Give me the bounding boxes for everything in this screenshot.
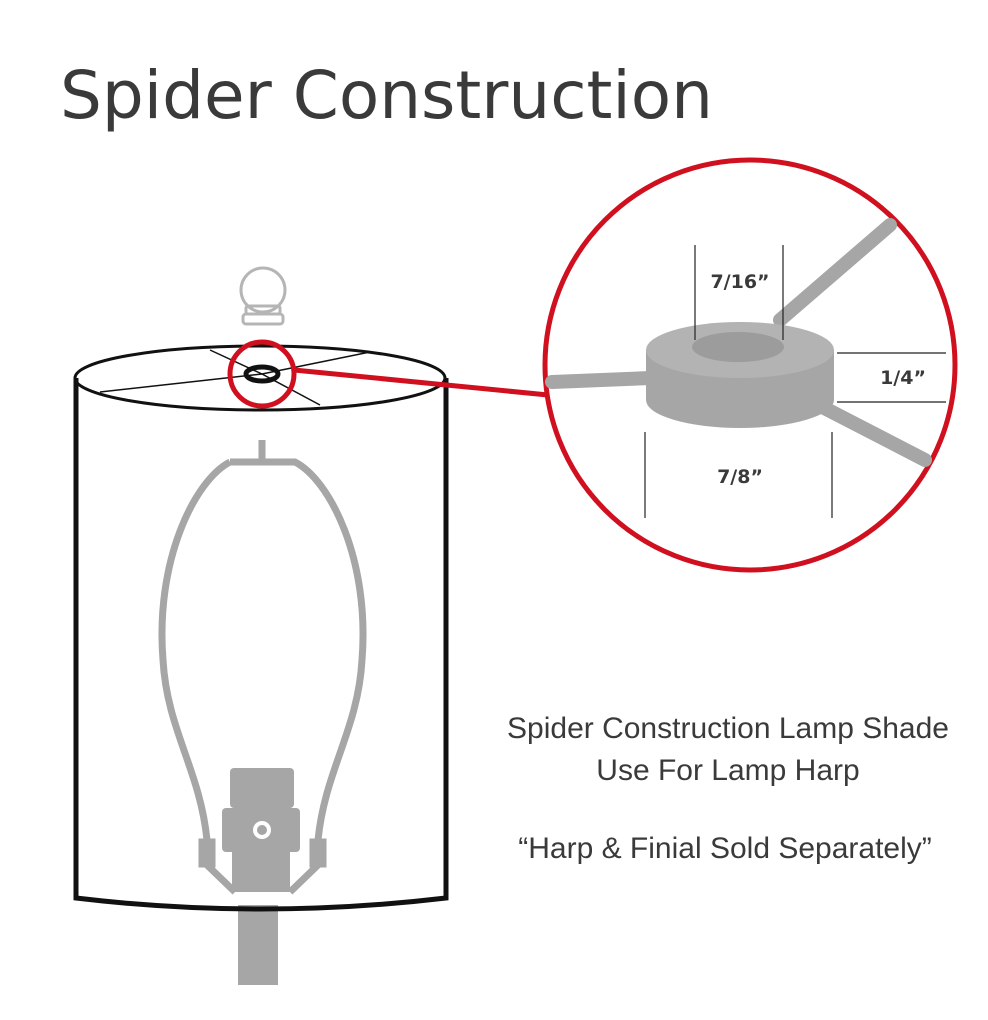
ring-height-label: 1/4” [880,367,926,389]
finial [239,266,287,326]
dimension-lines [644,245,946,518]
lamp-socket [222,768,300,985]
caption-line-1: Spider Construction Lamp Shade [507,712,949,745]
detail-callout [227,157,958,573]
lamp-harp [158,440,367,895]
ring-diameter-label: 7/8” [717,466,763,488]
caption-line-2: Use For Lamp Harp [596,754,859,787]
hole-diameter-label: 7/16” [710,271,769,293]
caption-note: “Harp & Finial Sold Separately” [518,832,932,865]
spider-ring [243,364,281,384]
page-title: Spider Construction [60,57,713,134]
lamp-shade [73,344,449,912]
spider-detail [545,218,932,467]
